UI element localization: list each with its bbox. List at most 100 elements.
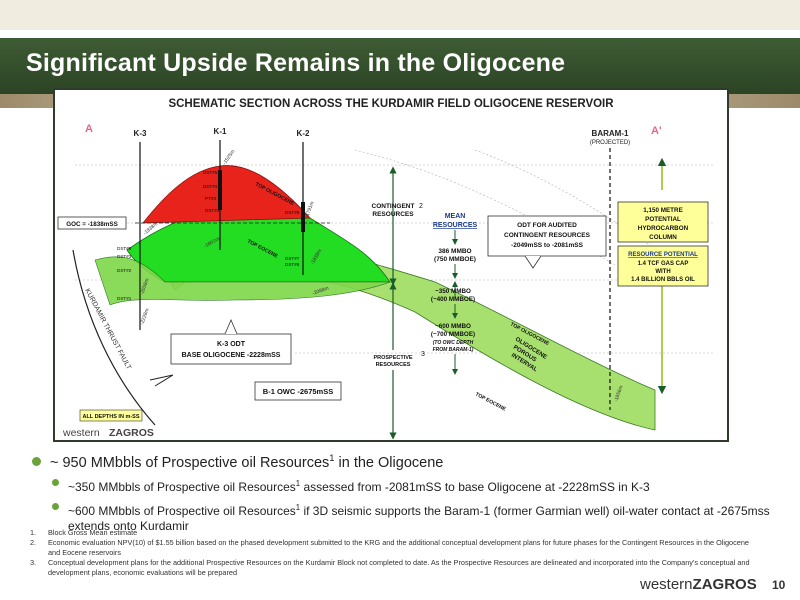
bullet-sub1-sup: 1: [295, 478, 301, 488]
dst-label: DST#5: [203, 170, 218, 175]
dst-label: PT#3: [205, 196, 216, 201]
well-k3-label: K-3: [134, 129, 147, 138]
prospective-label: PROSPECTIVE: [373, 355, 412, 361]
thrust-fault-line: [72, 249, 156, 426]
logo-part1: western: [62, 427, 100, 439]
footnote-num: 1.: [30, 528, 37, 537]
bullet-sub1-text: ~350 MMbbls of Prospective oil Resources: [68, 479, 296, 494]
depth-label: -2088m: [312, 285, 330, 296]
prospective-sup: 3: [421, 351, 425, 358]
odt-line: -2049mSS to -2081mSS: [511, 242, 584, 249]
footer-logo-part1: western: [640, 576, 693, 593]
depth-note: ALL DEPTHS IN m-SS: [79, 409, 143, 422]
dst-label: DST#3: [117, 254, 132, 259]
section-end-label: A': [651, 125, 662, 137]
goc-box: GOC = -1838mSS: [57, 216, 127, 230]
bullet-sub2-tail: if 3D seismic supports the Baram-1 (form…: [68, 503, 770, 533]
well-k2-label: K-2: [297, 129, 310, 138]
bullet-sub2-text: ~600 MMbbls of Prospective oil Resources: [68, 503, 296, 518]
footnotes: 1.Block Gross Mean estimate 2. Economic e…: [30, 528, 750, 578]
diagram-title: SCHEMATIC SECTION ACROSS THE KURDAMIR FI…: [168, 98, 614, 110]
depth-label: -2058m: [139, 278, 150, 296]
column-line: POTENTIAL: [645, 216, 681, 223]
depth-label: -1525m: [222, 149, 237, 166]
title-bar: Significant Upside Remains in the Oligoc…: [0, 38, 800, 94]
k3-odt-line: BASE OLIGOCENE -2228mSS: [182, 352, 281, 359]
depth-label: -2228m: [139, 308, 150, 326]
dst-label: DST#5: [285, 210, 300, 215]
column-line: COLUMN: [649, 234, 677, 241]
dst-label: DST#1: [117, 296, 132, 301]
footer-logo-part2: ZAGROS: [692, 576, 757, 593]
mean-label: MEAN: [445, 213, 466, 220]
top-eocene-label-2: TOP EOCENE: [474, 391, 507, 412]
contingent-resources: CONTINGENT RESOURCES 2: [372, 166, 423, 286]
potential-line: WITH: [655, 269, 670, 275]
well-baram-sublabel: (PROJECTED): [590, 140, 630, 146]
bullet-main: ~ 950 MMbbls of Prospective oil Resource…: [30, 452, 780, 471]
oil-lower-band: [94, 256, 391, 306]
vol-600: ~600 MMBO: [435, 323, 471, 330]
slide-title: Significant Upside Remains in the Oligoc…: [26, 49, 566, 77]
footnote-text: Economic evaluation NPV(10) of $1.55 bil…: [48, 538, 749, 557]
vol-600-note: FROM BARAM-1): [433, 347, 474, 353]
vol-350-boe: (~400 MMBOE): [431, 296, 475, 303]
depth-label: -1856m: [613, 385, 624, 403]
schematic-svg: SCHEMATIC SECTION ACROSS THE KURDAMIR FI…: [57, 98, 715, 440]
dst-label: DST#3: [205, 208, 220, 213]
fault-arrow: [149, 374, 174, 387]
bullet-dot-icon: [52, 478, 59, 486]
schematic-diagram: SCHEMATIC SECTION ACROSS THE KURDAMIR FI…: [53, 88, 729, 442]
dst-label: DST#6: [117, 246, 132, 251]
well-k3: K-3: [134, 129, 147, 330]
bullet-dot-icon: [32, 457, 41, 466]
dst-label: DST#8: [285, 262, 300, 267]
western-zagros-logo: western ZAGROS: [62, 427, 154, 439]
prospective-label: RESOURCES: [376, 362, 411, 368]
footnote: 3. Conceptual development plans for the a…: [30, 558, 750, 578]
depth-label: -1791m: [304, 201, 315, 219]
vol-600-boe: (~700 MMBOE): [431, 331, 475, 338]
dst-label: DST#4: [203, 184, 218, 189]
prospective-resources: PROSPECTIVE RESOURCES 3: [373, 282, 425, 440]
owc-label: B-1 OWC -2675mSS: [263, 387, 333, 396]
goc-label: GOC = -1838mSS: [66, 221, 118, 228]
footnote-num: 2.: [30, 538, 37, 547]
well-k2: K-2: [297, 129, 310, 275]
page-number: 10: [772, 578, 786, 592]
top-band: [0, 0, 800, 30]
bullet-sub2-sup: 1: [295, 502, 301, 512]
section-start-label: A: [85, 123, 93, 135]
dst-label: DST#7: [285, 256, 300, 261]
vol-350: ~350 MMBO: [435, 288, 471, 295]
footnote-num: 3.: [30, 558, 37, 567]
bullet-main-sup: 1: [329, 452, 335, 463]
k3-odt-line: K-3 ODT: [217, 341, 246, 348]
dst-labels: DST#5 DST#4 PT#3 DST#3 DST#5 DST#7 DST#8…: [117, 170, 300, 301]
odt-line: CONTINGENT RESOURCES: [504, 232, 591, 239]
well-k1-label: K-1: [214, 127, 227, 136]
contingent-label: RESOURCES: [372, 211, 414, 218]
k3-odt-callout: K-3 ODT BASE OLIGOCENE -2228mSS: [170, 318, 292, 365]
vol-386-boe: (750 MMBOE): [434, 256, 476, 263]
footer-logo: westernZAGROS: [640, 576, 757, 593]
odt-line: ODT FOR AUDITED: [517, 222, 577, 229]
footnote: 2. Economic evaluation NPV(10) of $1.55 b…: [30, 538, 750, 558]
footnote: 1.Block Gross Mean estimate: [30, 528, 750, 538]
owc-callout: B-1 OWC -2675mSS: [254, 381, 342, 401]
mean-label: RESOURCES: [433, 222, 478, 229]
potential-line: 1.4 TCF GAS CAP: [638, 261, 689, 267]
potential-title: RESOURCE POTENTIAL: [628, 252, 698, 258]
column-line: 1,150 METRE: [643, 207, 683, 214]
vol-386: 386 MMBO: [438, 248, 471, 255]
footnote-text: Conceptual development plans for the add…: [48, 558, 750, 577]
bullet-dot-icon: [52, 502, 59, 510]
contingent-label: CONTINGENT: [372, 203, 415, 210]
well-baram-label: BARAM-1: [592, 129, 629, 138]
logo-part2: ZAGROS: [109, 427, 154, 439]
bullet-list: ~ 950 MMbbls of Prospective oil Resource…: [30, 452, 780, 534]
bullet-main-text: ~ 950 MMbbls of Prospective oil Resource…: [50, 454, 330, 471]
dst-label: DST#2: [117, 268, 132, 273]
bullet-main-tail: in the Oligocene: [334, 454, 444, 471]
contingent-sup: 2: [419, 203, 423, 210]
